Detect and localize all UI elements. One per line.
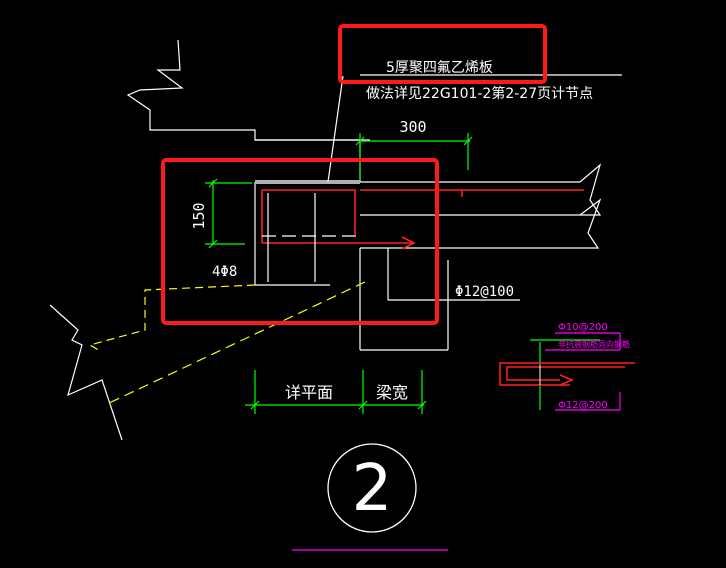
top-rebar xyxy=(262,189,356,235)
highlight-box-note xyxy=(338,24,547,84)
dimension-300 xyxy=(355,133,473,180)
small-detail-mid-label: 非抗震钢筋同向钢筋 xyxy=(558,339,630,349)
dim-liangkuan-label: 梁宽 xyxy=(376,383,408,402)
rebar-4phi8-label: 4Φ8 xyxy=(212,264,237,280)
dashed-bar-outline xyxy=(262,193,360,282)
bottom-rebar-arrow xyxy=(401,236,416,250)
dim-xiangpingmian-label: 详平面 xyxy=(285,383,333,402)
small-detail-bottom-label: Φ12@200 xyxy=(558,400,608,411)
detail-number: 2 xyxy=(352,452,393,526)
left-break-line xyxy=(49,39,370,441)
rebar-phi12-100-label: Φ12@100 xyxy=(455,284,514,300)
hidden-lines xyxy=(88,281,366,406)
note-line2: 做法详见22G101-2第2-27页计节点 xyxy=(366,85,593,102)
rebar-group xyxy=(261,189,584,250)
small-detail xyxy=(499,332,635,411)
dim-150-label: 150 xyxy=(190,202,208,229)
dimension-150 xyxy=(205,178,252,249)
note-line1: 5厚聚四氟乙烯板 xyxy=(386,60,493,76)
small-detail-top-label: Φ10@200 xyxy=(558,322,608,333)
bottom-dimension xyxy=(245,370,427,414)
highlight-box-joint xyxy=(161,158,439,325)
detail-number-circle xyxy=(327,443,417,533)
ptfe-plate-strip xyxy=(255,180,360,184)
note-leader xyxy=(327,75,344,183)
dim-300-label: 300 xyxy=(399,118,426,136)
concrete-outline xyxy=(254,74,622,351)
